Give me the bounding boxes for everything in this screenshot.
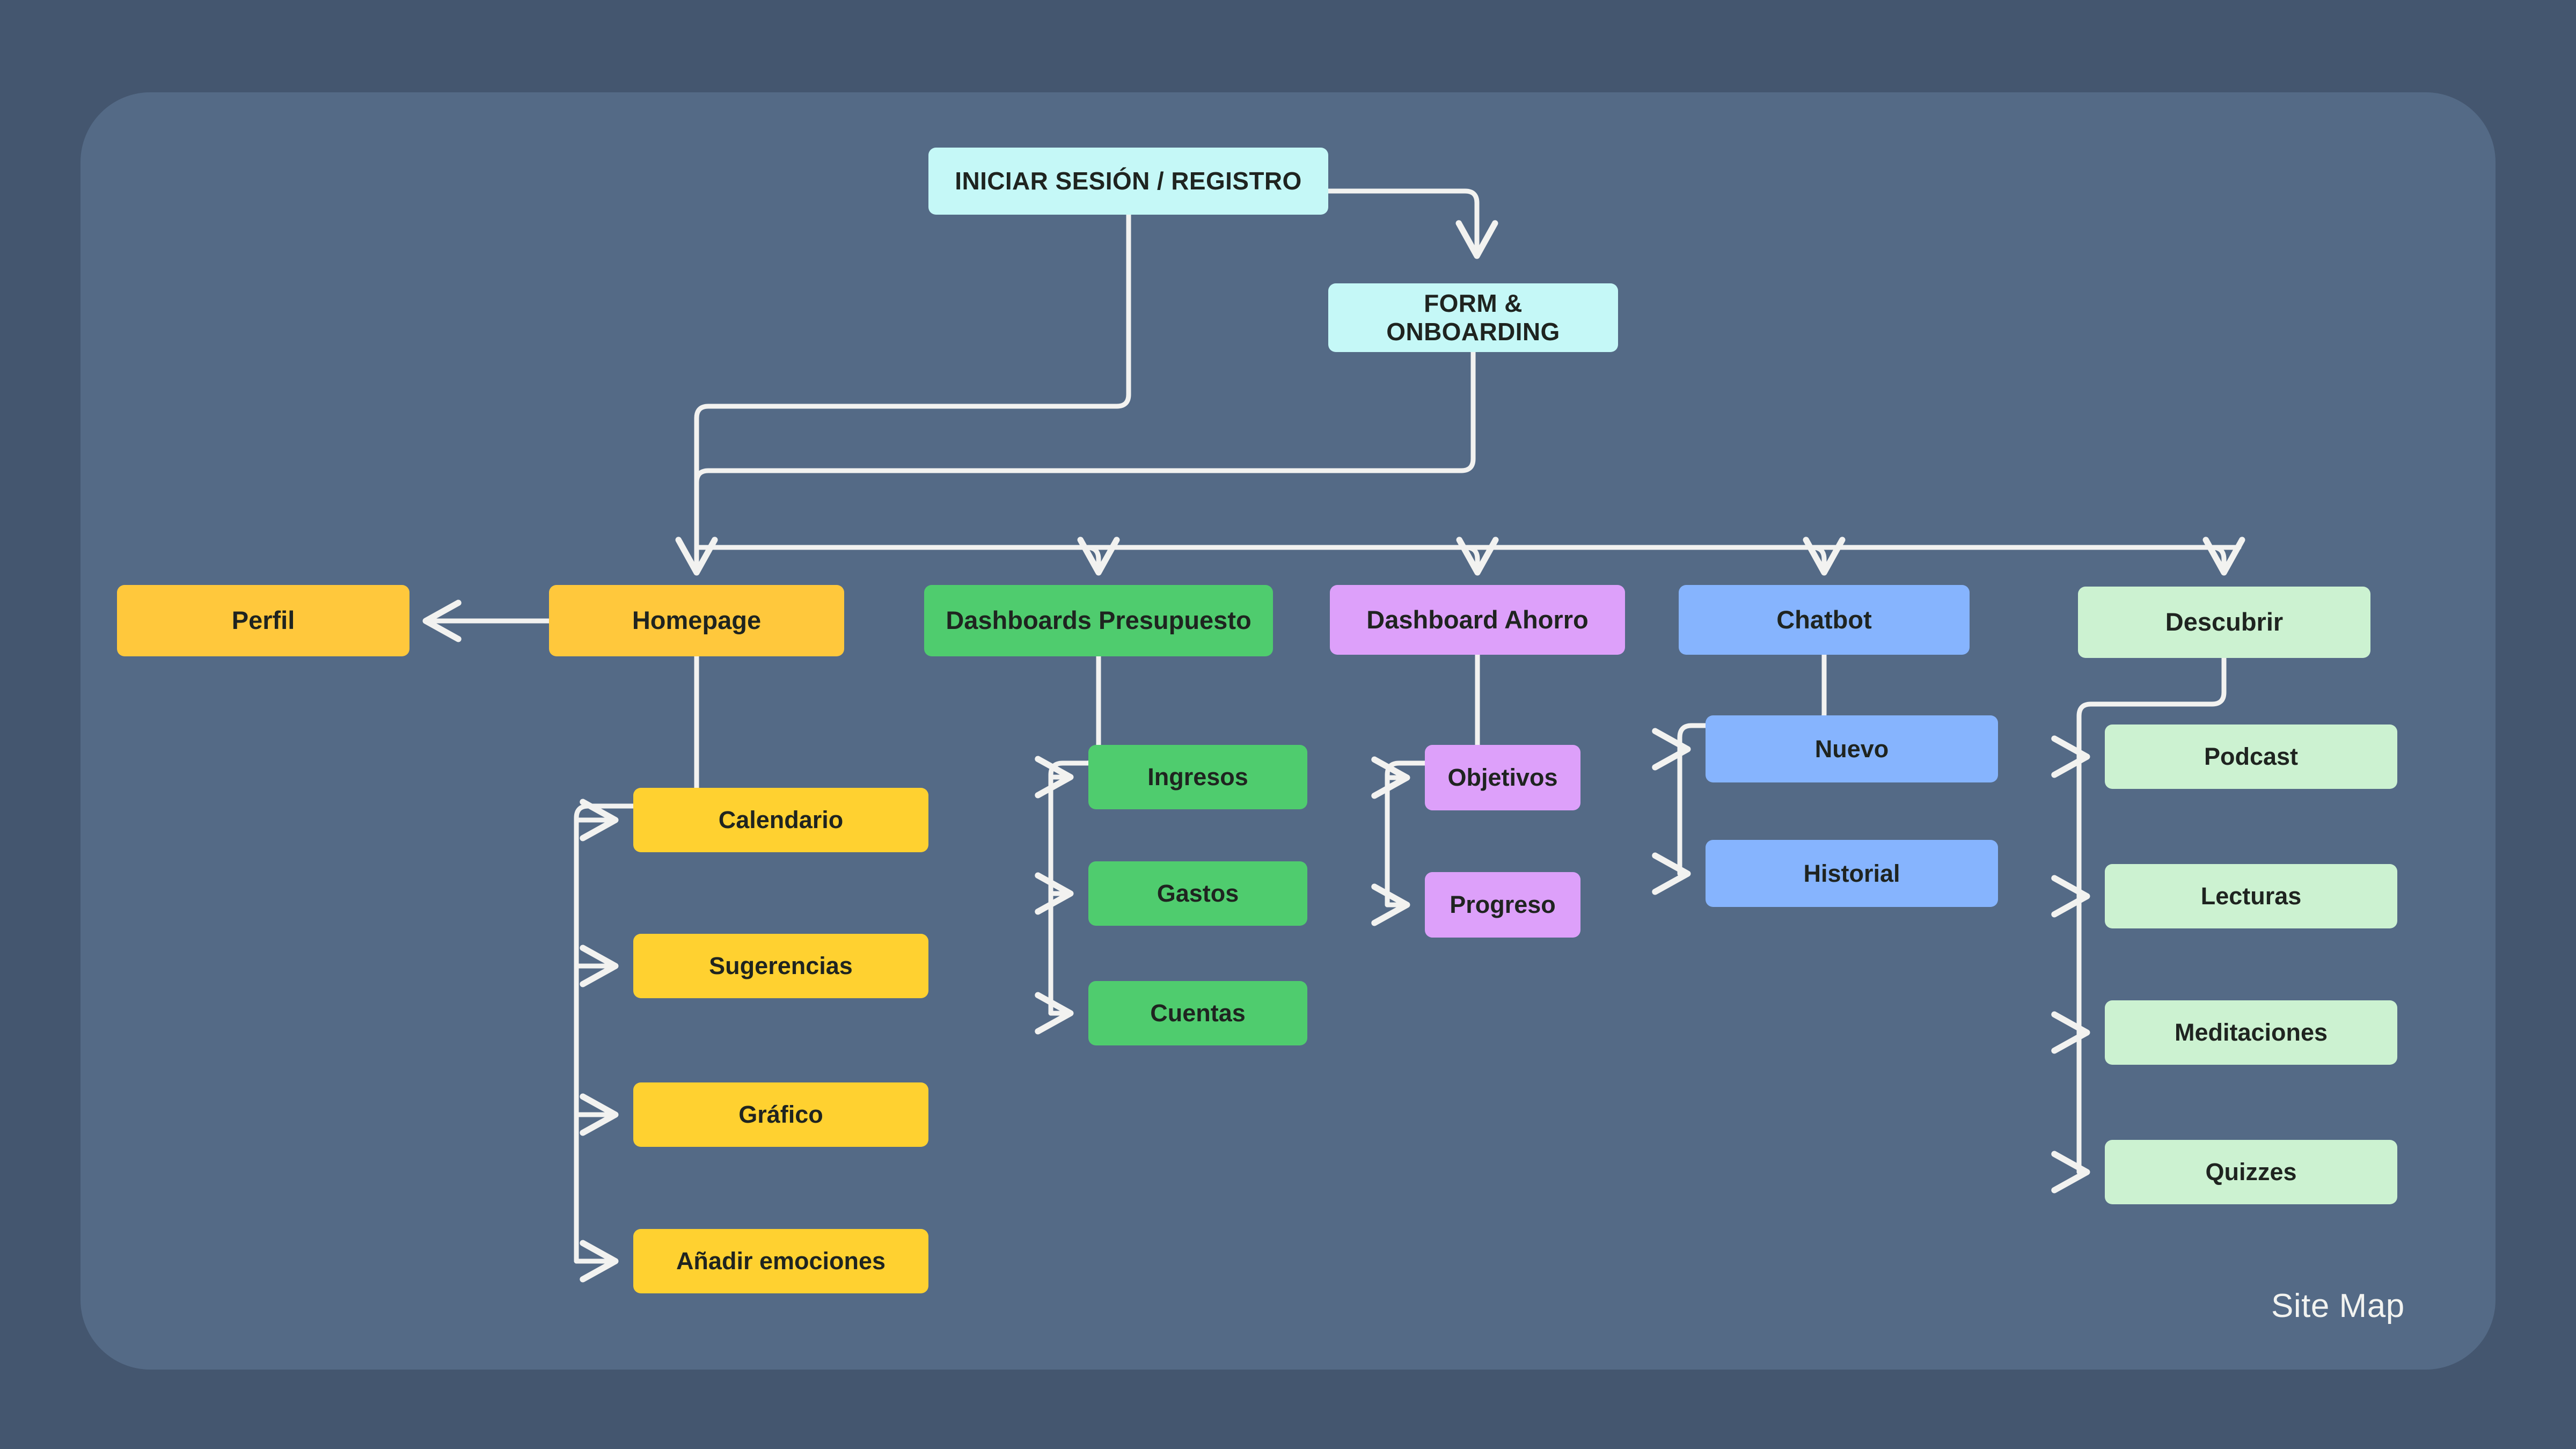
node-homepage[interactable]: Homepage xyxy=(549,585,844,656)
node-podcast[interactable]: Podcast xyxy=(2105,724,2397,789)
sitemap-title: Site Map xyxy=(2271,1287,2405,1324)
node-historial[interactable]: Historial xyxy=(1706,840,1998,907)
node-meditaciones[interactable]: Meditaciones xyxy=(2105,1000,2397,1065)
node-emociones[interactable]: Añadir emociones xyxy=(633,1229,928,1293)
node-gastos[interactable]: Gastos xyxy=(1088,861,1307,926)
node-nuevo[interactable]: Nuevo xyxy=(1706,715,1998,782)
node-progreso[interactable]: Progreso xyxy=(1425,872,1580,938)
node-cuentas[interactable]: Cuentas xyxy=(1088,981,1307,1045)
node-onboarding[interactable]: FORM & ONBOARDING xyxy=(1328,283,1618,352)
node-lecturas[interactable]: Lecturas xyxy=(2105,864,2397,928)
node-descubrir[interactable]: Descubrir xyxy=(2078,587,2370,658)
node-chatbot[interactable]: Chatbot xyxy=(1679,585,1970,655)
node-sugerencias[interactable]: Sugerencias xyxy=(633,934,928,998)
node-ahorro[interactable]: Dashboard Ahorro xyxy=(1330,585,1625,655)
node-quizzes[interactable]: Quizzes xyxy=(2105,1140,2397,1204)
node-grafico[interactable]: Gráfico xyxy=(633,1082,928,1147)
node-presupuesto[interactable]: Dashboards Presupuesto xyxy=(924,585,1273,656)
node-ingresos[interactable]: Ingresos xyxy=(1088,745,1307,809)
node-calendario[interactable]: Calendario xyxy=(633,788,928,852)
node-login[interactable]: INICIAR SESIÓN / REGISTRO xyxy=(928,148,1328,215)
node-perfil[interactable]: Perfil xyxy=(117,585,409,656)
node-objetivos[interactable]: Objetivos xyxy=(1425,745,1580,810)
